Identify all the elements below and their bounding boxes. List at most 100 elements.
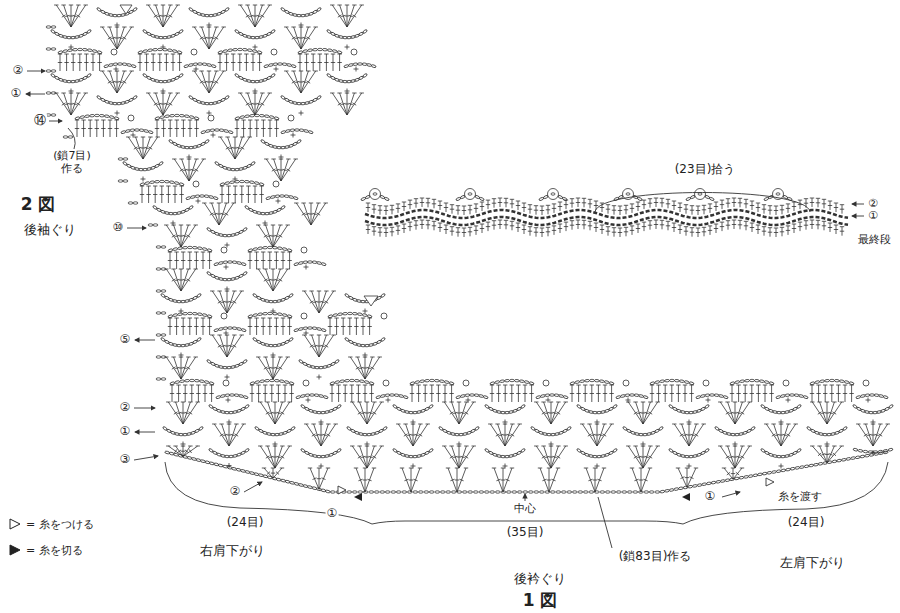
stitch [145,181,150,184]
stitch [289,195,294,198]
stitch [410,381,415,385]
stitch [181,269,196,291]
stitch [240,194,244,195]
stitch [194,379,199,382]
stitch [157,103,161,104]
stitch [195,195,200,198]
stitch [286,269,290,270]
stitch [836,393,840,394]
stitch [179,269,183,270]
stitch [148,93,163,115]
stitch [261,260,265,261]
stitch [268,252,272,253]
stitch [63,136,68,138]
stitch [224,203,228,204]
stitch [311,54,315,55]
stitch [274,318,278,319]
stitch [189,159,196,181]
stitch [803,395,808,399]
stitch [176,385,180,386]
stitch [123,158,128,160]
stitch [637,412,641,413]
stitch [288,337,293,342]
stitch [505,379,510,382]
stitch [176,393,180,394]
stitch [303,380,309,386]
stitch [113,63,118,66]
stitch [207,314,212,318]
stitch [334,359,339,364]
stitch [594,379,599,382]
stitch [282,313,287,316]
stitch [246,103,250,105]
stitch [338,15,342,17]
stitch [171,357,175,358]
stitch [196,293,201,298]
stitch [570,381,575,385]
stitch [259,182,264,186]
stitch [317,213,321,215]
stitch [324,62,328,63]
stitch [122,63,127,66]
stitch [551,402,558,424]
stitch [260,380,265,383]
stitch [756,385,760,386]
stitch [843,385,847,386]
stitch [415,380,420,383]
stitch [188,252,192,253]
stitch [268,120,272,121]
stitch [233,186,237,187]
stitch [235,116,240,120]
stitch [111,81,115,82]
stitch [354,326,358,327]
stitch [340,380,345,383]
stitch [258,247,263,250]
stitch [181,225,196,247]
stitch [128,137,143,159]
stitch [76,5,80,6]
stitch [80,115,85,118]
stitch [174,181,179,184]
stitch [61,93,65,94]
stitch [201,326,205,327]
stitch [231,62,235,63]
stitch [244,62,248,63]
stitch [263,246,268,249]
stitch [97,50,102,54]
stitch [210,335,214,336]
stitch [281,159,296,181]
stitch [111,37,115,38]
stitch [117,111,118,116]
stitch [660,380,665,383]
stitch [249,181,254,184]
stitch [714,394,719,397]
stitch [168,260,172,261]
stitch [718,402,722,403]
stitch [164,225,168,226]
stitch [341,103,345,104]
stitch [51,70,56,72]
stitch [181,402,185,403]
stitch [233,194,237,195]
stitch [202,203,206,204]
stitch [232,327,237,330]
stitch [268,312,273,314]
stitch [253,313,258,316]
stitch [64,54,68,55]
stitch [289,393,293,394]
stitch [225,181,230,184]
stitch [172,367,176,369]
stitch [260,5,264,6]
stitch [301,313,307,319]
stitch [271,269,275,270]
stitch [270,379,275,381]
stitch [168,120,172,121]
stitch [302,335,306,336]
stitch [353,63,358,66]
stitch [178,313,183,316]
stitch [264,235,268,237]
stitch [227,375,228,380]
stitch [337,62,341,63]
stitch [237,261,242,264]
stitch [214,262,219,266]
